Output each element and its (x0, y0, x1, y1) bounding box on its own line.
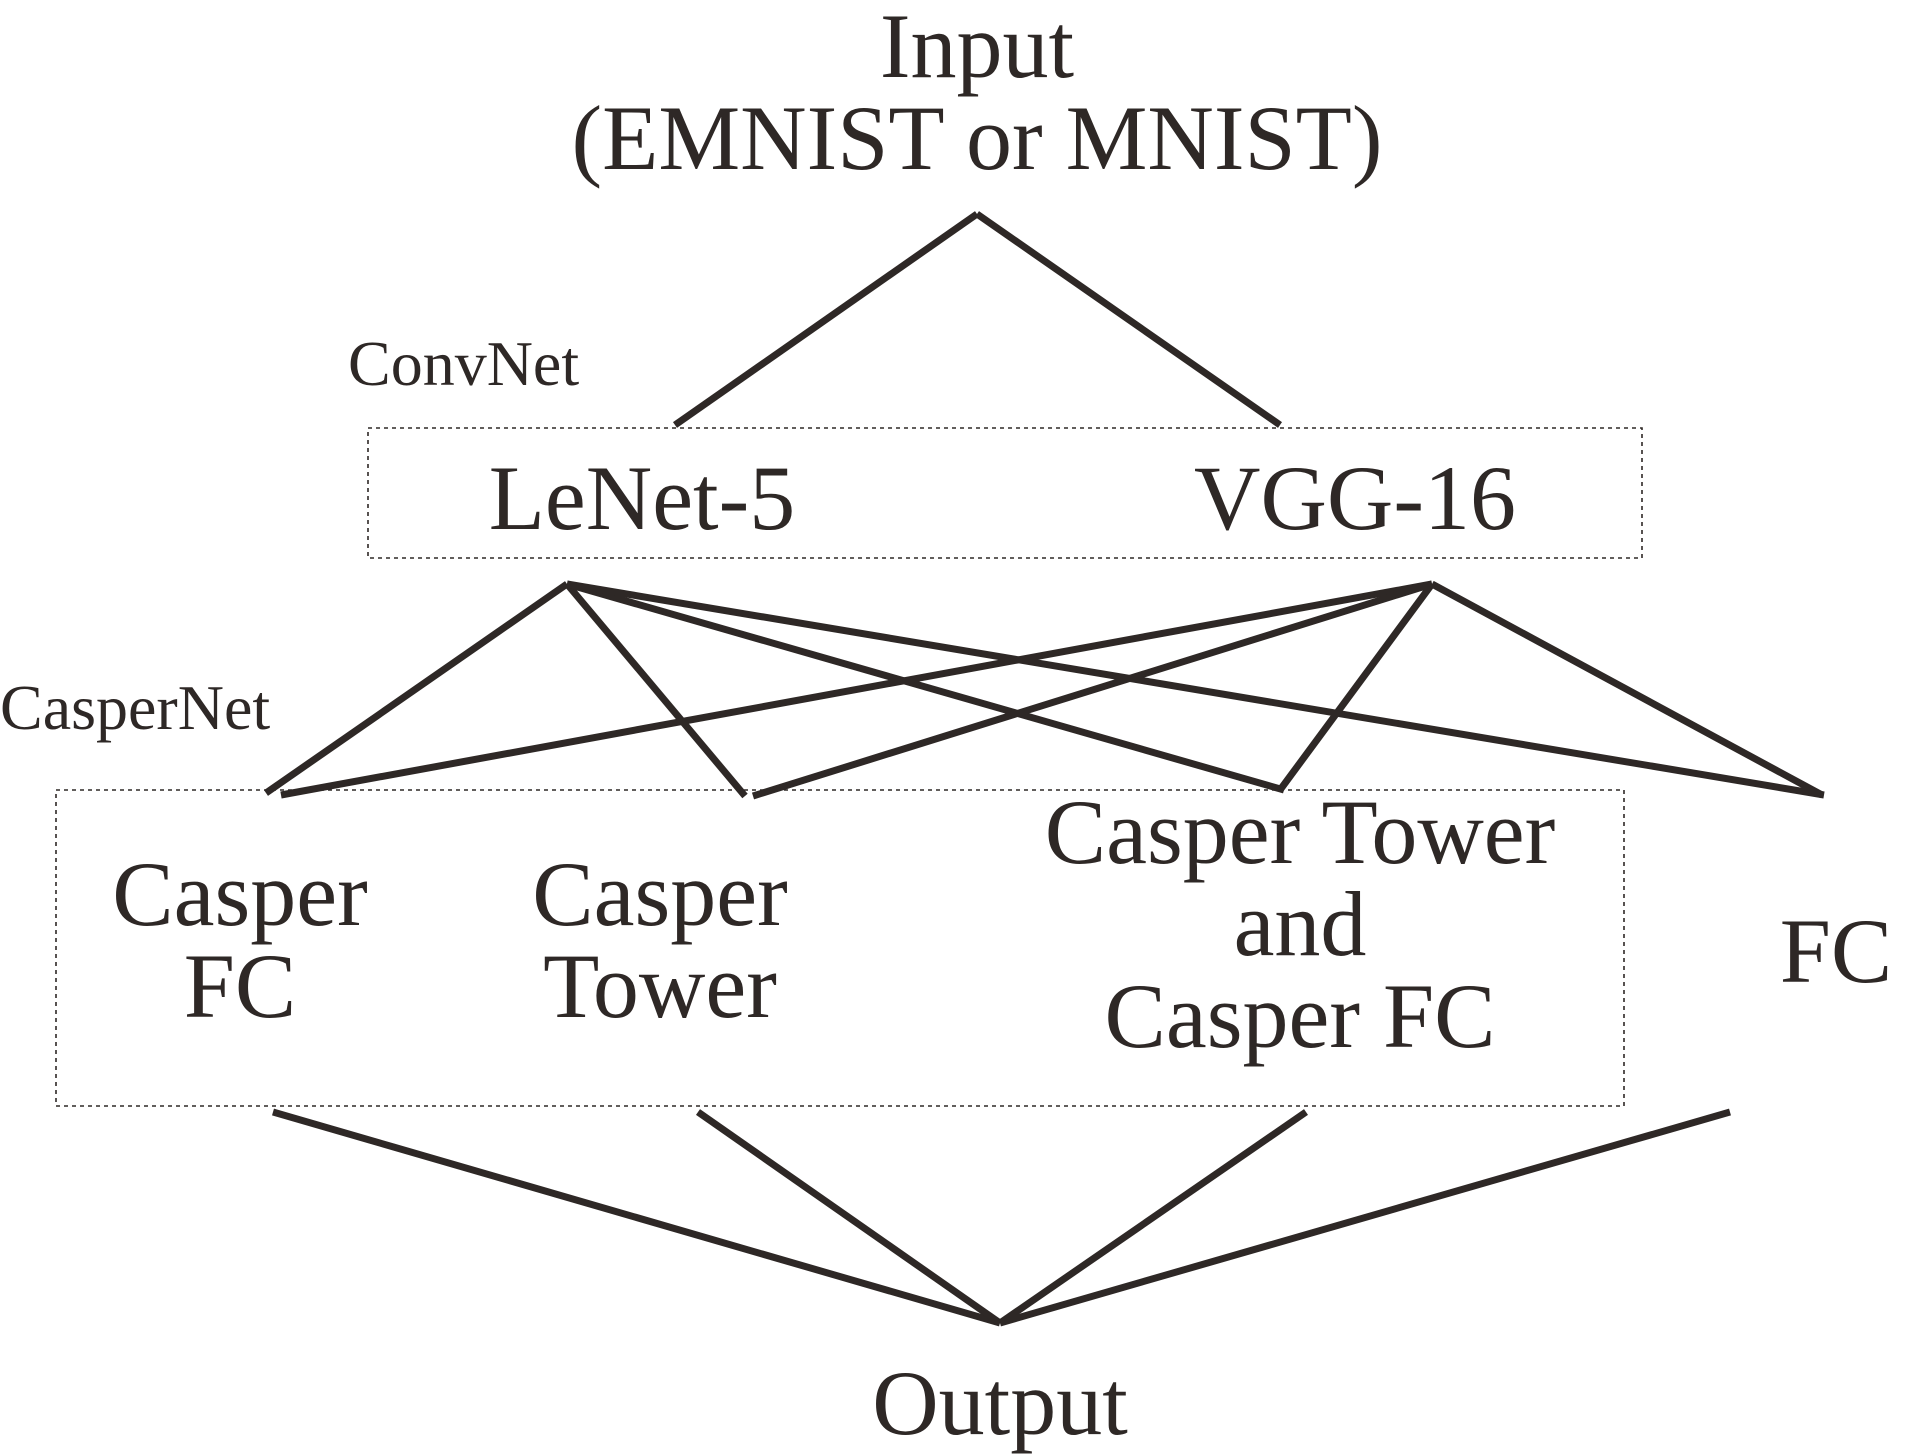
casper-fc-line1: Casper (112, 843, 368, 945)
edge-casper-fc-output (272, 1108, 1001, 1327)
edge-tower-and-fc-output (998, 1109, 1308, 1326)
edge-lenet-casper-tower (564, 581, 748, 799)
casper-tower-line2: Tower (543, 935, 777, 1037)
tower-and-fc-node: Casper Tower and Casper FC (950, 786, 1650, 1062)
edge-lenet-tower-and-fc (566, 580, 1285, 794)
edge-vgg-fc (1430, 580, 1824, 799)
edge-input-vgg (974, 211, 1283, 428)
edge-vgg-tower-and-fc (1277, 581, 1435, 793)
tower-and-fc-line2: and (1233, 873, 1367, 975)
tower-and-fc-line1: Casper Tower (1044, 781, 1556, 883)
edge-vgg-casper-fc (280, 580, 1433, 799)
fc-node: FC (1779, 900, 1893, 1002)
input-title: Input (879, 0, 1075, 97)
lenet-node: LeNet-5 (488, 447, 796, 549)
convnet-group-label: ConvNet (348, 328, 580, 399)
edge-casper-tower-output (695, 1109, 1003, 1326)
casper-tower-node: Casper Tower (460, 848, 860, 1032)
edge-lenet-casper-fc (264, 581, 569, 796)
edge-input-lenet (672, 211, 980, 428)
caspernet-group-label: CasperNet (0, 672, 271, 743)
edge-fc-output (999, 1108, 1731, 1327)
tower-and-fc-line3: Casper FC (1104, 965, 1496, 1067)
casper-tower-line1: Casper (532, 843, 788, 945)
edge-vgg-casper-tower (751, 580, 1434, 800)
vgg-node: VGG-16 (1194, 447, 1516, 549)
casper-fc-node: Casper FC (40, 848, 440, 1032)
input-dataset: (EMNIST or MNIST) (571, 87, 1383, 189)
caspernet-group-box (55, 789, 1625, 1107)
input-node: Input (EMNIST or MNIST) (477, 0, 1477, 184)
output-node: Output (872, 1352, 1128, 1454)
convnet-group-box (367, 427, 1643, 559)
casper-fc-line2: FC (183, 935, 297, 1037)
edge-lenet-fc (566, 580, 1825, 799)
